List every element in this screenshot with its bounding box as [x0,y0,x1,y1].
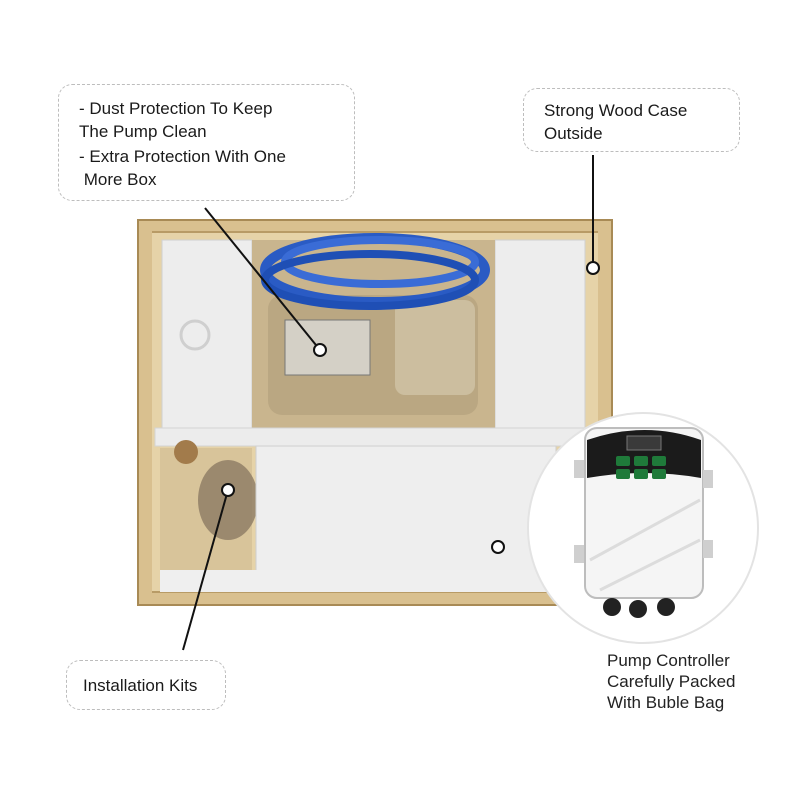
installation-callout: Installation Kits [66,660,226,710]
controller-caption: Pump Controller Carefully Packed With Bu… [607,650,736,713]
installation-kits [160,440,258,588]
callout-line: - Dust Protection To Keep [79,99,273,118]
pump-in-bag [260,233,490,415]
caption-line: Pump Controller [607,651,730,670]
callout-line: - Extra Protection With One [79,147,286,166]
callout-line: Installation Kits [83,676,198,695]
dot-pointer-icon [221,483,235,497]
callout-line: Outside [544,124,603,143]
protection-callout: - Dust Protection To Keep The Pump Clean… [58,84,355,201]
wood-case-callout: Strong Wood Case Outside [523,88,740,152]
callout-line: More Box [79,170,157,189]
extra-foam-box [160,445,560,592]
pointer-lines [182,155,600,651]
dot-pointer-icon [586,261,600,275]
pump-controller [527,412,759,644]
caption-line: With Buble Bag [607,693,725,712]
callout-line: The Pump Clean [79,122,207,141]
caption-line: Carefully Packed [607,672,736,691]
dot-pointer-icon [491,540,505,554]
foam-divider [154,427,596,447]
dot-pointer-icon [313,343,327,357]
callout-line: Strong Wood Case [544,101,688,120]
